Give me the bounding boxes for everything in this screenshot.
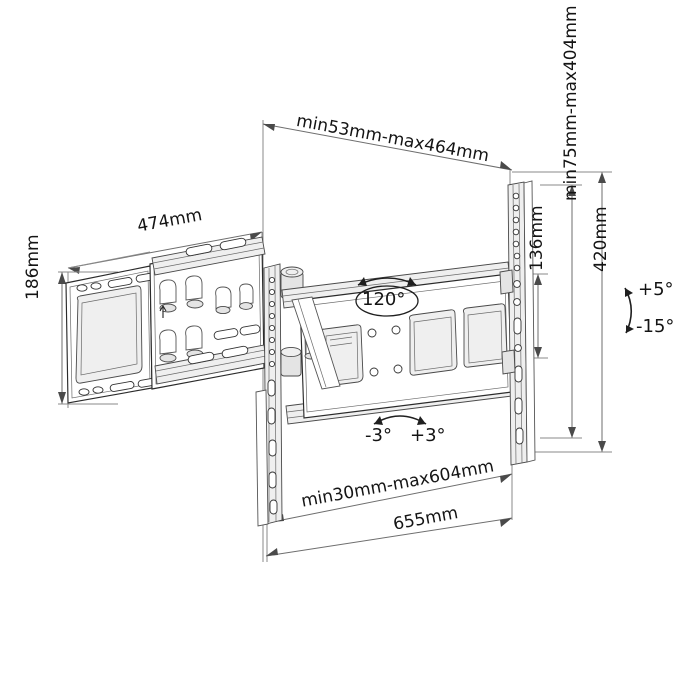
pivot-joint-lower [280, 346, 302, 377]
wall-plate [499, 180, 536, 466]
angle-tilt-down: -15° [636, 316, 675, 337]
dimension-overall-height: 420mm [591, 206, 611, 272]
dimension-wall-plate-range: min75mm-max404mm [561, 5, 581, 201]
angle-swivel: 120° [362, 289, 406, 310]
dimension-bracket-spacing: 136mm [527, 205, 547, 271]
roll-arc-arrow [373, 415, 427, 425]
post-hole-column [267, 276, 278, 515]
dimension-plate-height: 186mm [23, 234, 43, 300]
tv-mounting-plate [65, 265, 161, 404]
wall-plate-hole-column [512, 192, 524, 445]
angle-roll-positive: +3° [410, 425, 446, 446]
upper-extension-arm [151, 236, 266, 276]
vesa-back-panel [149, 242, 265, 390]
center-swivel-post [255, 263, 304, 527]
tilt-arc-arrow [624, 287, 634, 334]
angle-tilt-up: +5° [638, 279, 674, 300]
lower-extension-arm [154, 344, 267, 385]
diagonal-brace [291, 296, 341, 390]
swivel-arc-arrow [355, 277, 419, 317]
angle-roll-negative: -3° [365, 425, 392, 446]
center-arm-panel [299, 273, 513, 419]
